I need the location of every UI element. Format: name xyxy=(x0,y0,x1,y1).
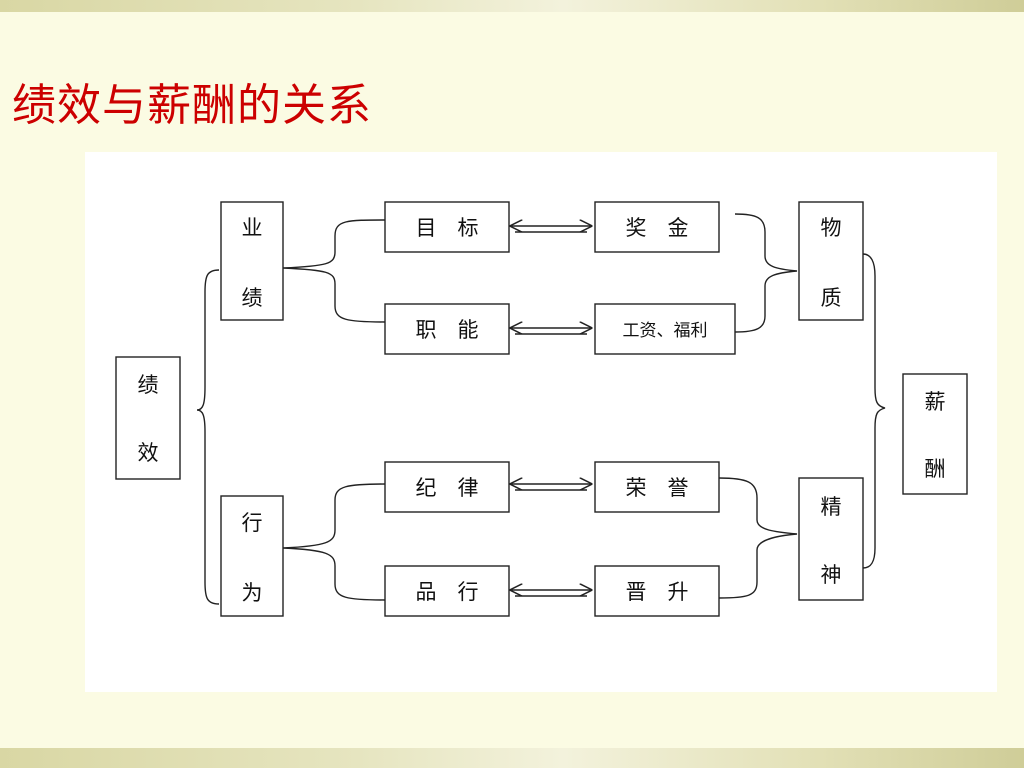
brace-jingshen xyxy=(718,477,798,599)
node-jilv: 纪 律 xyxy=(416,476,479,500)
box-jinsheng xyxy=(594,565,720,617)
node-jingshen-2: 神 xyxy=(821,563,842,587)
brace-right-main xyxy=(862,253,886,569)
bottom-decor-bar xyxy=(0,748,1024,768)
node-rongyu: 荣 誉 xyxy=(626,476,689,500)
box-jingshen xyxy=(798,477,864,601)
node-gongzi: 工资、福利 xyxy=(623,321,708,341)
diagram-panel: 绩 效 业 绩 行 为 目 标 职 能 纪 律 品 行 奖 金 工资、福利 荣 … xyxy=(85,152,997,692)
node-jixiao-1: 绩 xyxy=(138,373,159,397)
node-wuzhi-2: 质 xyxy=(821,286,842,310)
relationship-diagram: 绩 效 业 绩 行 为 目 标 职 能 纪 律 品 行 奖 金 工资、福利 荣 … xyxy=(115,201,968,617)
node-jingshen-1: 精 xyxy=(821,495,842,519)
top-decor-bar xyxy=(0,0,1024,12)
box-mubiao xyxy=(384,201,510,253)
page-title: 绩效与薪酬的关系 xyxy=(12,80,372,131)
node-xinchou-2: 酬 xyxy=(925,457,946,481)
box-zhineng xyxy=(384,303,510,355)
node-jixiao-2: 效 xyxy=(138,441,159,465)
node-jiangjin: 奖 金 xyxy=(626,216,689,240)
node-wuzhi-1: 物 xyxy=(821,216,842,240)
box-jiangjin xyxy=(594,201,720,253)
brace-left-main xyxy=(196,269,220,605)
brace-yeji xyxy=(282,219,386,323)
box-gongzi xyxy=(594,303,736,355)
node-xinchou-1: 薪 xyxy=(925,390,946,414)
box-rongyu xyxy=(594,461,720,513)
node-jinsheng: 晋 升 xyxy=(626,580,689,604)
node-pinxing: 品 行 xyxy=(416,580,479,604)
box-yeji xyxy=(220,201,284,321)
box-jilv xyxy=(384,461,510,513)
brace-xingwei xyxy=(282,483,386,601)
node-xingwei-2: 为 xyxy=(242,581,263,605)
node-zhineng: 职 能 xyxy=(416,318,479,342)
box-pinxing xyxy=(384,565,510,617)
node-mubiao: 目 标 xyxy=(416,216,479,240)
node-yeji-2: 绩 xyxy=(242,286,263,310)
box-xingwei xyxy=(220,495,284,617)
brace-wuzhi xyxy=(734,213,798,333)
box-jixiao xyxy=(115,356,181,480)
node-yeji-1: 业 xyxy=(242,216,263,240)
box-xinchou xyxy=(902,373,968,495)
box-wuzhi xyxy=(798,201,864,321)
node-xingwei-1: 行 xyxy=(242,511,263,535)
